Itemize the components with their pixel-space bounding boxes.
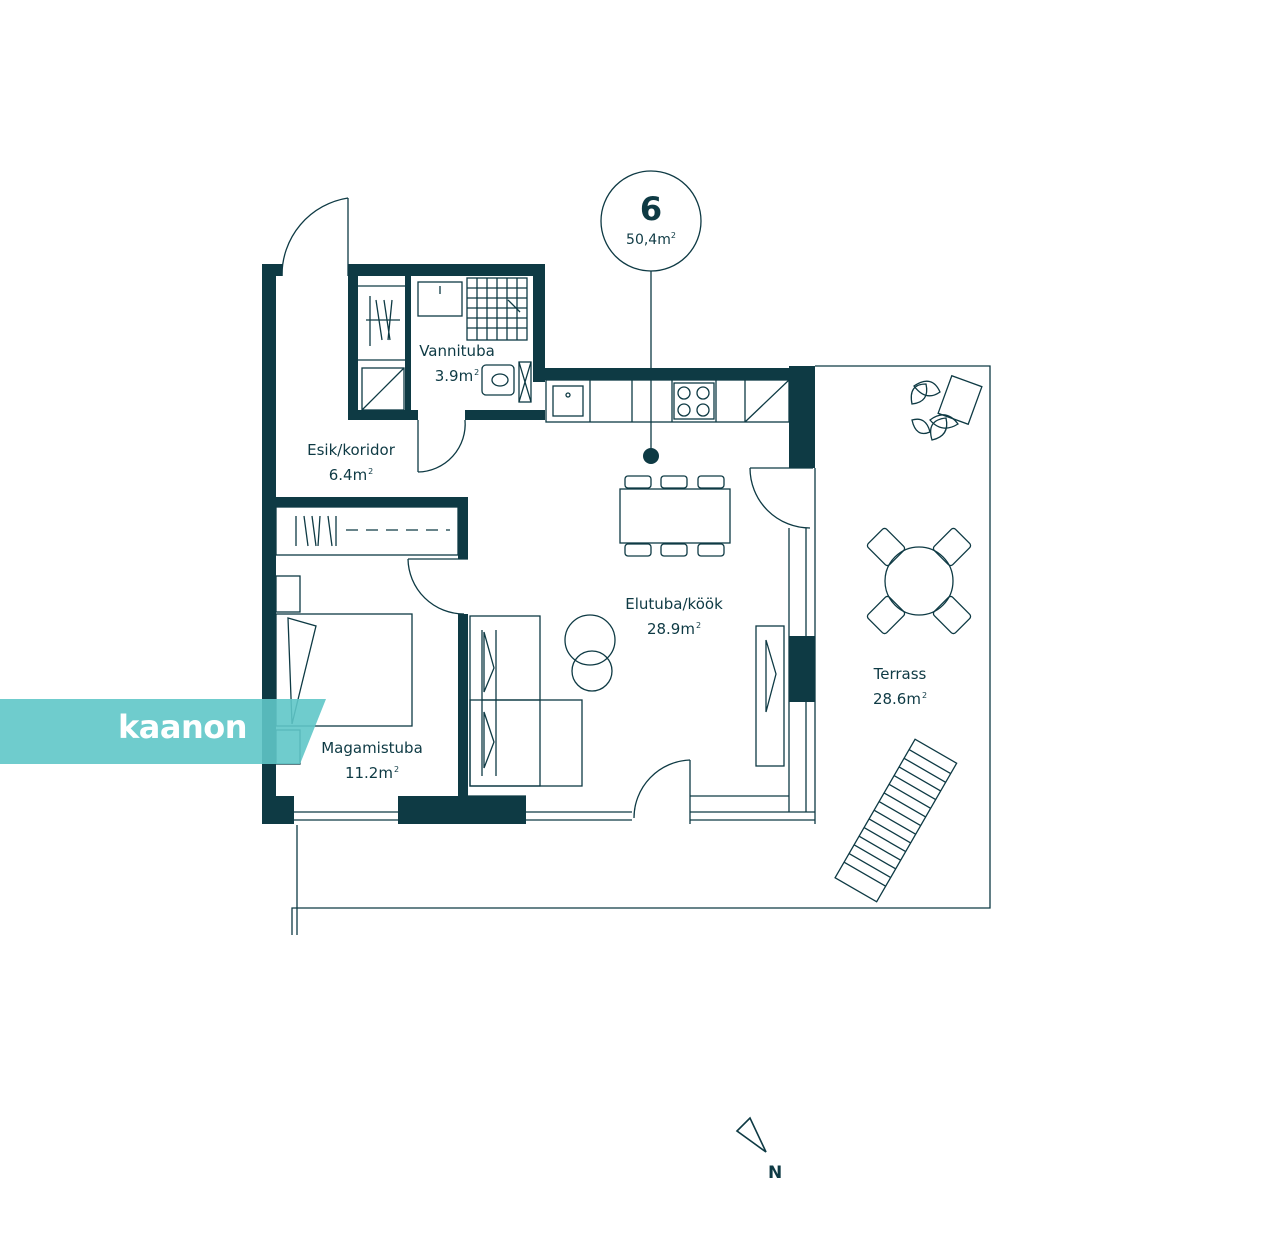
bedroom-wardrobe [275, 506, 459, 556]
plant [910, 374, 983, 441]
bedroom-door [407, 558, 468, 615]
entry-door [281, 197, 349, 277]
brand-logo: kaanon [118, 708, 248, 746]
kitchen-counter [545, 379, 790, 423]
room-label-bedroom: Magamistuba 11.2m2 [321, 737, 423, 784]
terrace-outline [291, 365, 991, 935]
room-name: Elutuba/köök [625, 595, 723, 613]
hall-wardrobe [358, 285, 405, 411]
bath-door [417, 419, 466, 473]
room-area: 28.9m2 [646, 620, 702, 638]
sun-lounger [834, 738, 958, 903]
north-label: N [768, 1163, 783, 1183]
unit-area: 50,4m2 [626, 231, 676, 248]
terrace-door [749, 467, 813, 529]
windows [294, 468, 816, 824]
room-label-living: Elutuba/köök 28.9m2 [625, 593, 723, 640]
room-label-bath: Vannituba 3.9m2 [419, 340, 495, 387]
dining-table [619, 475, 731, 557]
brand-banner [0, 699, 326, 764]
sofa [469, 615, 583, 787]
room-name: Terrass [873, 665, 927, 683]
unit-number: 6 [639, 190, 663, 228]
bottom-door [633, 759, 691, 824]
room-area: 6.4m2 [328, 466, 374, 484]
north-arrow-icon [735, 1116, 767, 1153]
room-label-terrace: Terrass 28.6m2 [873, 663, 927, 710]
bathroom-fixtures [417, 277, 532, 403]
room-name: Esik/koridor [307, 441, 395, 459]
room-area: 28.6m2 [872, 690, 928, 708]
room-name: Magamistuba [321, 739, 423, 757]
unit-marker [600, 170, 702, 464]
room-area: 3.9m2 [434, 367, 480, 385]
walls [262, 264, 815, 824]
terrace-table [866, 527, 972, 635]
tv-bench [755, 625, 785, 767]
coffee-table [564, 614, 616, 692]
room-label-hall: Esik/koridor 6.4m2 [307, 439, 395, 486]
room-area: 11.2m2 [344, 764, 400, 782]
room-name: Vannituba [419, 342, 495, 360]
